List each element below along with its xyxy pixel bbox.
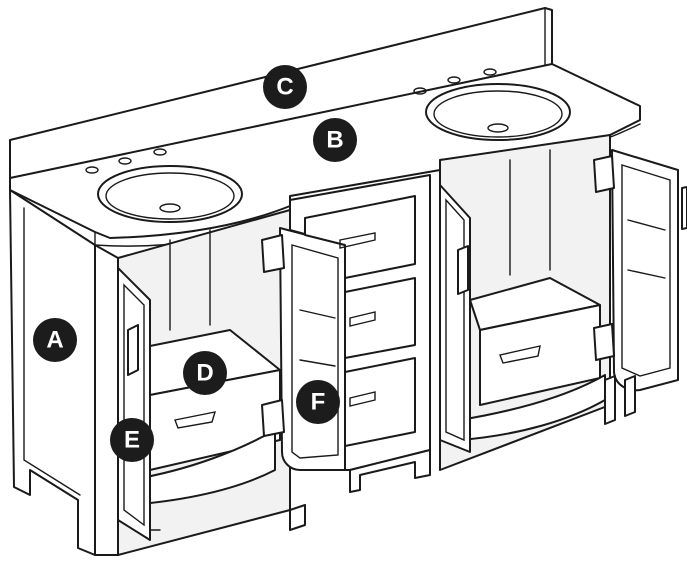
callout-a: A (33, 318, 77, 362)
callout-d-circle (183, 351, 227, 395)
left-open-door-left (117, 267, 151, 541)
center-drawers (289, 174, 431, 531)
callout-d-label: D (196, 360, 213, 387)
callout-a-label: A (46, 327, 63, 354)
callout-c-circle (263, 65, 307, 109)
callout-e-label: E (124, 427, 140, 454)
callout-a-circle (33, 318, 77, 362)
callout-c: C (263, 65, 307, 109)
right-sink (413, 68, 571, 141)
callout-f-label: F (311, 389, 326, 416)
left-sink (85, 148, 243, 223)
callout-d: D (183, 351, 227, 395)
right-legs (604, 375, 636, 425)
callout-f-circle (296, 380, 340, 424)
callout-b: B (313, 118, 357, 162)
callout-c-label: C (276, 74, 293, 101)
callout-e: E (110, 418, 154, 462)
right-open-door-right (593, 149, 687, 392)
left-side-panel (9, 189, 119, 556)
right-open-door-left (439, 184, 471, 453)
callout-e-circle (110, 418, 154, 462)
callout-f: F (296, 380, 340, 424)
callout-b-circle (313, 118, 357, 162)
right-cabinet (439, 134, 611, 471)
callout-b-label: B (326, 127, 343, 154)
